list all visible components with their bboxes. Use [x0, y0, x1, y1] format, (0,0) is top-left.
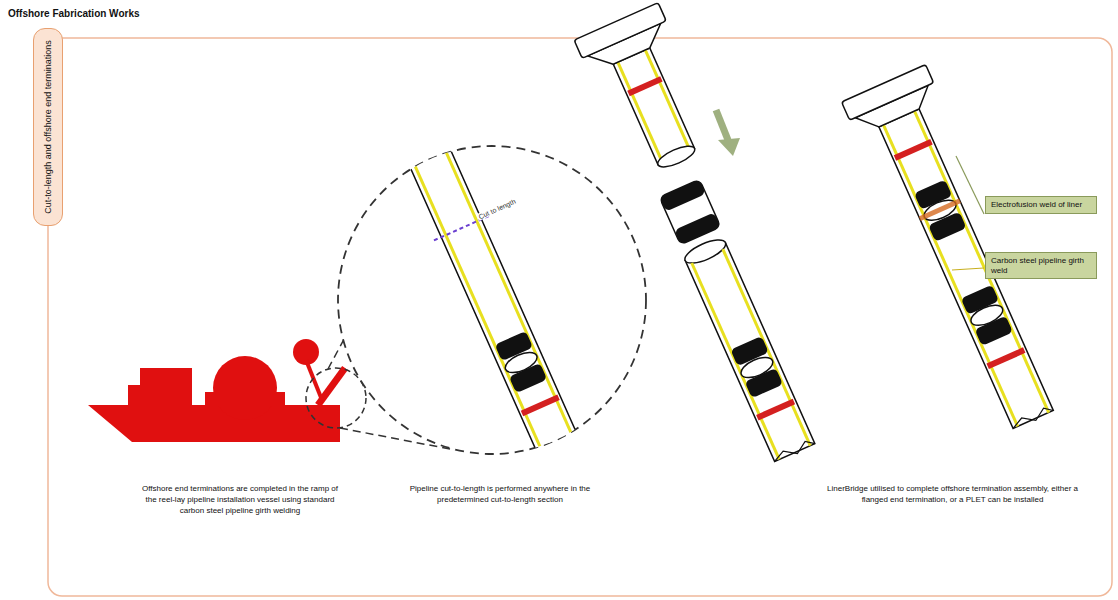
leader-line — [956, 156, 984, 214]
tab-label: Cut-to-length and offshore end terminati… — [43, 40, 53, 213]
callout-box: Electrofusion weld of liner — [985, 196, 1097, 214]
pipe-section — [682, 235, 816, 463]
leader-line — [952, 268, 984, 270]
flange-spool — [574, 3, 721, 182]
panel — [48, 38, 1112, 596]
insert-arrow — [716, 110, 740, 156]
diagram-title: Offshore Fabrication Works — [8, 8, 140, 19]
caption: Pipeline cut-to-length is performed anyw… — [400, 484, 600, 506]
callout-box: Carbon steel pipeline girth weld — [985, 252, 1097, 279]
section-tab: Cut-to-length and offshore end terminati… — [33, 28, 63, 226]
pipe-section — [395, 129, 604, 501]
caption: LinerBridge utilised to complete offshor… — [820, 484, 1085, 506]
callout-text: Electrofusion weld of liner — [991, 200, 1091, 210]
caption: Offshore end terminations are completed … — [140, 484, 340, 516]
linerbridge — [659, 179, 720, 244]
callout-text: Carbon steel pipeline girth weld — [991, 256, 1091, 275]
